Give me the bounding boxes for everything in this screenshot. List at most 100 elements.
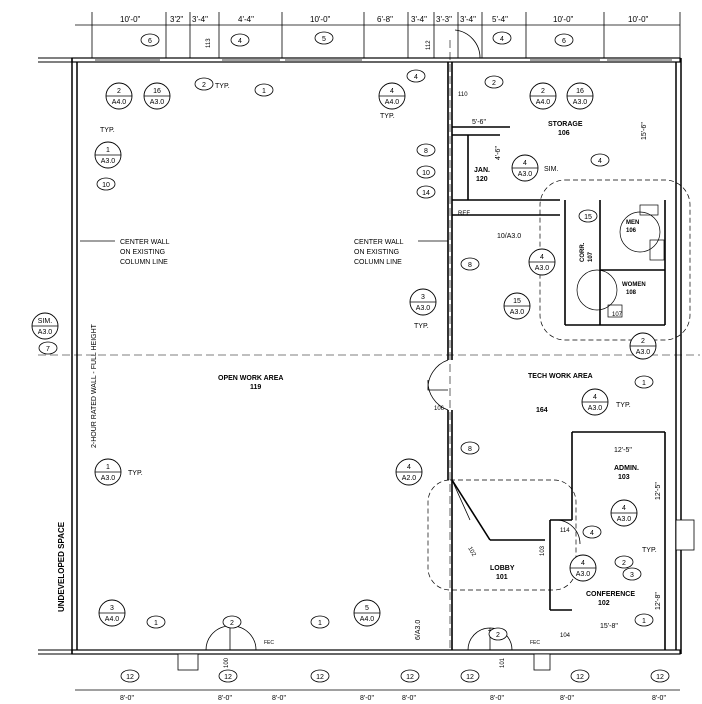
tag-4c: 4 (414, 74, 418, 81)
note-typ-2: TYP. (215, 83, 230, 90)
dim-bot-7: 8'-0" (560, 695, 574, 702)
note-center-wall-right-1: CENTER WALL (354, 239, 404, 246)
dim-top-1: 10'-0" (120, 15, 141, 24)
dim-bot-2: 8'-0" (218, 695, 232, 702)
dim-top-5: 10'-0" (310, 15, 331, 24)
tag-2b: 2 (492, 80, 496, 87)
tag-8b: 8 (468, 262, 472, 269)
room-conference-num: 102 (598, 600, 610, 607)
tag-1b: 1 (642, 380, 646, 387)
room-storage-name: STORAGE (548, 121, 583, 128)
tag-2d: 2 (230, 620, 234, 627)
sec-2-top-num: 2 (117, 88, 121, 95)
entry-pads (177, 519, 695, 671)
tag-12e: 12 (466, 674, 474, 681)
tag-12c: 12 (316, 674, 324, 681)
sec-15-ref: A3.0 (510, 309, 525, 316)
note-10-a30: 10/A3.0 (497, 233, 521, 240)
room-admin-name: ADMIN. (614, 465, 639, 472)
tag-14a: 14 (422, 190, 430, 197)
room-corr-name: CORR. (580, 242, 586, 262)
door-104: 104 (560, 633, 571, 639)
sec-4-tech-num: 4 (593, 394, 597, 401)
note-fec-1: FEC (264, 640, 274, 646)
sec-2-rr-num: 2 (641, 338, 645, 345)
section-marker-labels: 2 A4.0 16 A3.0 4 A4.0 2 A4.0 16 A3.0 1 A… (38, 88, 651, 623)
sec-3-bot-num: 3 (110, 605, 114, 612)
sec-2-right-ref: A4.0 (536, 99, 551, 106)
room-women-name: WOMEN (622, 282, 646, 288)
sec-4-jan-ref: A3.0 (518, 171, 533, 178)
note-ref: REF (458, 211, 470, 217)
dim-top-11: 10'-0" (553, 15, 574, 24)
room-men-name: MEN (626, 220, 639, 226)
door-106: 106 (434, 406, 445, 412)
sec-4-admin-num: 4 (622, 505, 626, 512)
tag-6b: 6 (562, 38, 566, 45)
room-lobby-name: LOBBY (490, 565, 515, 572)
bottom-dims: 8'-0" 8'-0" 8'-0" 8'-0" 8'-0" 8'-0" 8'-0… (120, 695, 666, 702)
sec-11-ref: A3.0 (38, 329, 53, 336)
note-sim: SIM. (544, 166, 558, 173)
dim-int-6: 15'-8" (600, 623, 618, 630)
door-100: 100 (224, 657, 230, 668)
door-numbers: 110 106 102 103 104 114 107 100 101 112 … (206, 38, 623, 668)
dim-top-7: 3'-4" (411, 15, 427, 24)
sec-1-b-num: 1 (106, 464, 110, 471)
sec-2-top-ref: A4.0 (112, 99, 127, 106)
tag-15a: 15 (584, 214, 592, 221)
door-101: 101 (500, 657, 506, 668)
room-admin-num: 103 (618, 474, 630, 481)
room-labels: OPEN WORK AREA 119 STORAGE 106 JAN. 120 … (218, 121, 646, 607)
tag-2e: 2 (496, 632, 500, 639)
room-open-work-name: OPEN WORK AREA (218, 375, 283, 382)
tag-5a: 5 (322, 36, 326, 43)
tag-4b: 4 (500, 36, 504, 43)
note-center-wall-left-1: CENTER WALL (120, 239, 170, 246)
room-corr-num: 107 (588, 251, 594, 262)
door-102: 102 (466, 546, 477, 558)
note-typ-6: TYP. (616, 402, 631, 409)
sec-1-b-ref: A3.0 (101, 475, 116, 482)
sec-1-a-num: 1 (106, 147, 110, 154)
tag-2a: 2 (202, 82, 206, 89)
tag-1e: 1 (642, 618, 646, 625)
notes: CENTER WALL ON EXISTING COLUMN LINE CENT… (57, 83, 657, 646)
dim-int-5: 12'-5" (655, 482, 662, 500)
tag-12a: 12 (126, 674, 134, 681)
sec-5-bot-ref: A4.0 (360, 616, 375, 623)
dim-top-6: 6'-8" (377, 15, 393, 24)
note-typ-8: TYP. (642, 547, 657, 554)
room-jan-name: JAN. (474, 167, 490, 174)
note-typ-3: TYP. (380, 113, 395, 120)
dim-top-3: 3'-4" (192, 15, 208, 24)
sec-2-right-num: 2 (541, 88, 545, 95)
tag-8a: 8 (424, 148, 428, 155)
sec-3-bot-ref: A4.0 (105, 616, 120, 623)
tag-4e: 4 (590, 530, 594, 537)
sec-4-tech-ref: A3.0 (588, 405, 603, 412)
dim-bot-5: 8'-0" (402, 695, 416, 702)
note-rated-wall: 2-HOUR RATED WALL - FULL HEIGHT (91, 323, 98, 448)
sec-4-rr-ref: A3.0 (535, 265, 550, 272)
tag-1a: 1 (262, 88, 266, 95)
note-center-wall-right-3: COLUMN LINE (354, 259, 402, 266)
sec-4-rr-num: 4 (540, 254, 544, 261)
note-typ-4: TYP. (414, 323, 429, 330)
sec-4-conf-ref: A3.0 (576, 571, 591, 578)
section-marker-dividers (32, 95, 656, 614)
dim-bot-6: 8'-0" (490, 695, 504, 702)
dim-int-1: 5'-6" (472, 119, 486, 126)
note-center-wall-right-2: ON EXISTING (354, 249, 399, 256)
tag-4d: 4 (598, 158, 602, 165)
door-107: 107 (612, 312, 623, 318)
sec-1-a-ref: A3.0 (101, 158, 116, 165)
sec-2-rr-ref: A3.0 (636, 349, 651, 356)
sec-3-num: 3 (421, 294, 425, 301)
tag-12b: 12 (224, 674, 232, 681)
sec-4-top-num: 4 (390, 88, 394, 95)
room-lobby-num: 101 (496, 574, 508, 581)
door-swings (205, 29, 581, 651)
keynote-tags (38, 31, 670, 683)
dim-int-4: 12'-5" (614, 447, 632, 454)
